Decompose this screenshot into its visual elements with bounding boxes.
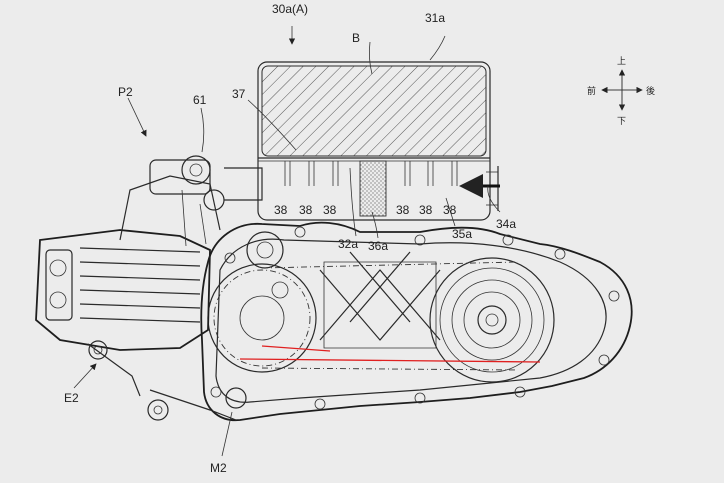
label-38-4: 38 (396, 203, 410, 217)
label-36a: 36a (368, 239, 388, 253)
air-cleaner-box (257, 61, 500, 221)
label-m2: M2 (210, 461, 227, 475)
label-p2: P2 (118, 85, 133, 99)
direction-compass: 上 下 前 後 (587, 56, 655, 127)
compass-front: 前 (587, 85, 596, 97)
label-b: B (352, 31, 360, 45)
crankcase-outline (200, 221, 633, 422)
compass-down: 下 (617, 117, 626, 127)
label-e2: E2 (64, 391, 79, 405)
reference-line (239, 345, 541, 363)
label-38-2: 38 (299, 203, 313, 217)
label-61: 61 (193, 93, 207, 107)
leader-lines (73, 26, 501, 457)
drive-pulley (207, 231, 317, 373)
label-37: 37 (232, 87, 246, 101)
label-38-3: 38 (323, 203, 337, 217)
label-31a: 31a (425, 11, 445, 25)
label-34a: 34a (496, 217, 516, 231)
engine-block (35, 155, 263, 421)
label-35a: 35a (452, 227, 472, 241)
compass-up: 上 (617, 56, 626, 67)
label-38-6: 38 (443, 203, 457, 217)
driven-pulley (429, 257, 555, 383)
pipe-group (284, 161, 458, 186)
compass-rear: 後 (646, 85, 655, 97)
case-ribs (319, 251, 441, 349)
label-30a-a: 30a(A) (272, 2, 308, 16)
label-38-5: 38 (419, 203, 433, 217)
label-38-1: 38 (274, 203, 288, 217)
label-32a: 32a (338, 237, 358, 251)
